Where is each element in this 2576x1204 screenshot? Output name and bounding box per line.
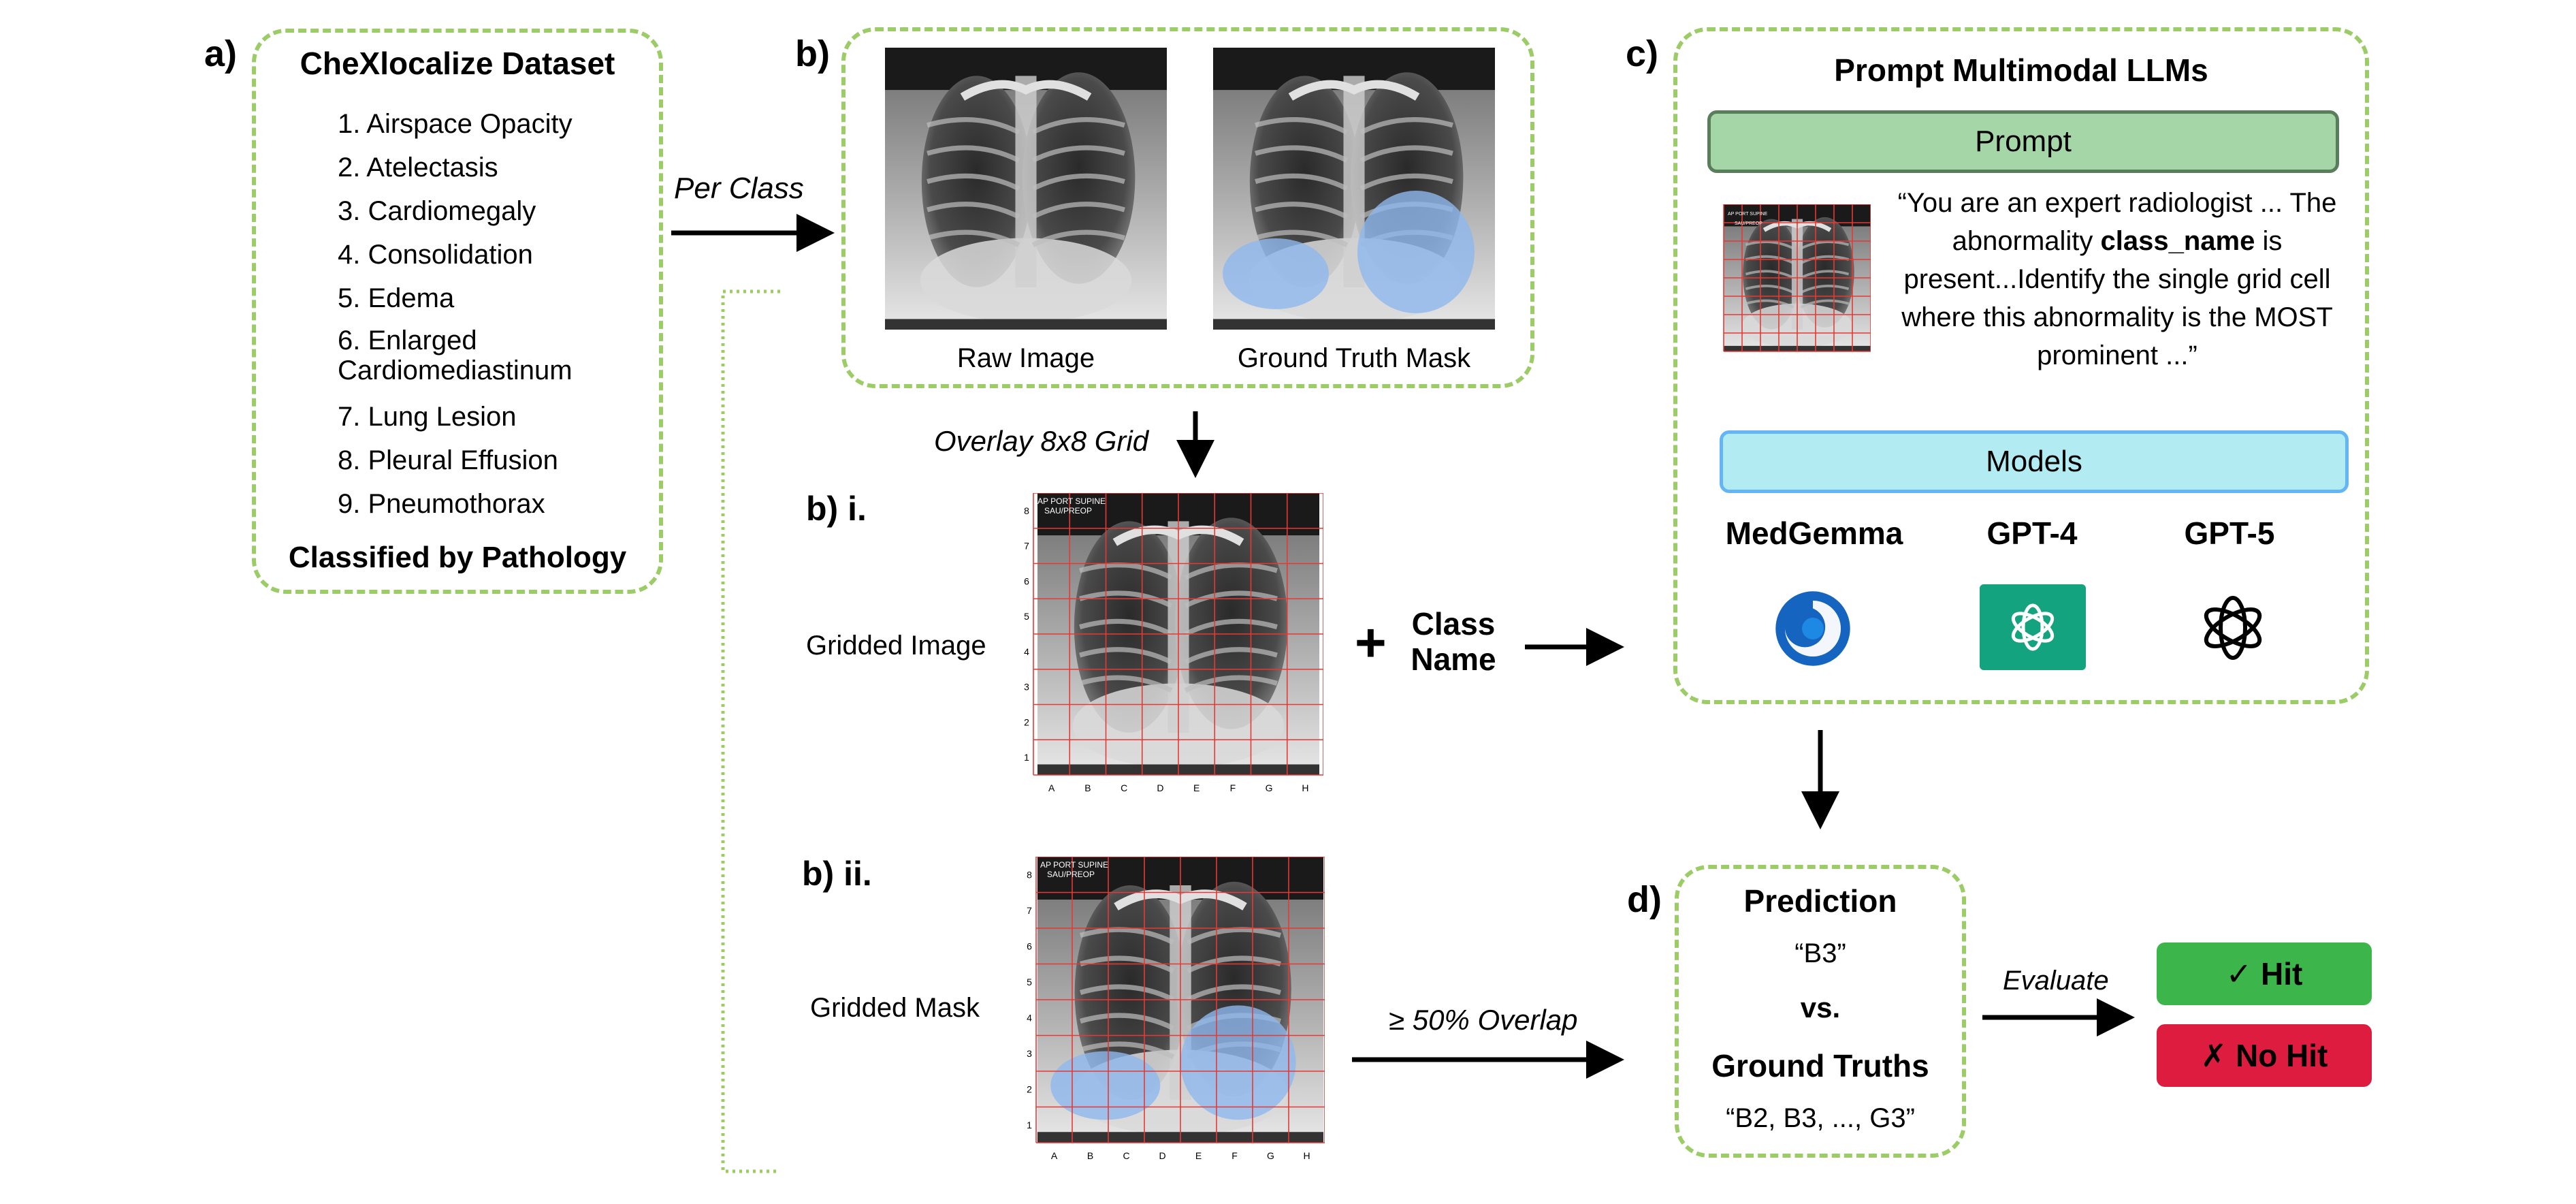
model-medgemma: MedGemma	[1725, 516, 1903, 551]
class-item: 4. Consolidation	[338, 240, 533, 270]
prompt-text: “You are an expert radiologist ... The a…	[1897, 188, 2337, 370]
grid-col-label: D	[1157, 782, 1163, 793]
grid-col-label: B	[1087, 1150, 1093, 1161]
overlay-grid-label: Overlay 8x8 Grid	[934, 425, 1149, 457]
grid-col-label: F	[1231, 1150, 1238, 1161]
grid-row-label: 1	[1027, 1120, 1032, 1130]
xray-header-text: AP PORT SUPINE	[1040, 860, 1108, 870]
grid-row-label: 7	[1027, 905, 1032, 916]
model-gpt5: GPT-5	[2184, 516, 2275, 551]
grid-col-label: C	[1121, 782, 1127, 793]
prediction-value: “B3”	[1794, 938, 1846, 968]
grid-col-label: A	[1048, 782, 1055, 793]
grid-row-label: 7	[1024, 541, 1029, 552]
gridded-mask-label: Gridded Mask	[810, 993, 980, 1023]
grid-col-label: F	[1230, 782, 1236, 793]
grid-row-label: 8	[1027, 869, 1032, 880]
class-item: 6. Enlarged Cardiomediastinum	[338, 326, 573, 385]
no-hit-badge: ✗ No Hit	[2157, 1024, 2372, 1087]
xray-header-text: AP PORT SUPINE	[1728, 212, 1768, 217]
class-item: 9. Pneumothorax	[338, 489, 545, 519]
class-list: 1. Airspace Opacity 2. Atelectasis 3. Card…	[338, 102, 573, 526]
raw-image	[885, 48, 1167, 330]
grid-row-label: 4	[1027, 1012, 1032, 1023]
ground-truths-value: “B2, B3, ..., G3”	[1726, 1103, 1915, 1133]
xray-header-text: AP PORT SUPINE	[1037, 496, 1106, 506]
grid-row-label: 5	[1027, 977, 1032, 987]
grid-row-label: 6	[1027, 940, 1032, 951]
grid-row-label: 5	[1024, 611, 1029, 622]
grid-row-label: 3	[1024, 682, 1029, 693]
class-item: 1. Airspace Opacity	[338, 109, 573, 139]
panel-b-label: b)	[795, 33, 830, 74]
class-item: 5. Edema	[338, 283, 455, 313]
xray-header-text: SAU/PREOP	[1044, 506, 1092, 516]
grid-col-label: H	[1302, 782, 1308, 793]
grid-col-label: E	[1195, 1150, 1202, 1161]
grid-col-label: G	[1266, 782, 1273, 793]
panel-a	[252, 29, 663, 594]
overlap-label: ≥ 50% Overlap	[1389, 1004, 1578, 1036]
grid-row-label: 3	[1027, 1048, 1032, 1059]
class-item: 3. Cardiomegaly	[338, 196, 536, 226]
grid-col-label: B	[1084, 782, 1091, 793]
grid-col-label: H	[1303, 1150, 1310, 1161]
evaluate-label: Evaluate	[2003, 966, 2109, 996]
models-bar: Models	[1720, 430, 2349, 493]
mask-caption: Ground Truth Mask	[1237, 343, 1471, 373]
gpt4-logo-icon	[1980, 584, 2086, 670]
class-item: 2. Atelectasis	[338, 153, 498, 183]
dataset-title: CheXlocalize Dataset	[300, 46, 615, 81]
dotted-bracket	[721, 289, 780, 1173]
class-item: 7. Lung Lesion	[338, 402, 517, 432]
prompt-thumbnail: AP PORT SUPINE SAU/PREOP	[1714, 204, 1871, 361]
panel-bi-label: b) i.	[806, 490, 867, 528]
prediction-title: Prediction	[1743, 883, 1897, 919]
grid-col-label: C	[1123, 1150, 1129, 1161]
panel-c-title: Prompt Multimodal LLMs	[1834, 52, 2208, 88]
xray-header-text: SAU/PREOP	[1047, 870, 1095, 879]
ground-truth-mask-image	[1213, 48, 1495, 330]
grid-row-label: 8	[1024, 505, 1029, 516]
panel-d	[1675, 865, 1966, 1158]
vs-label: vs.	[1800, 992, 1841, 1024]
class-item: 8. Pleural Effusion	[338, 445, 558, 475]
panel-bii-label: b) ii.	[802, 855, 872, 893]
per-class-label: Per Class	[674, 172, 804, 205]
xray-header-text: SAU/PREOP	[1735, 221, 1762, 226]
grid-row-label: 2	[1027, 1083, 1032, 1094]
class-name-label: Class Name	[1411, 606, 1496, 677]
raw-image-caption: Raw Image	[956, 343, 1095, 373]
grid-row-label: 2	[1024, 716, 1029, 727]
panel-c-label: c)	[1626, 33, 1659, 74]
gridded-image-label: Gridded Image	[806, 631, 986, 661]
ground-truths-title: Ground Truths	[1711, 1048, 1929, 1083]
panel-d-label: d)	[1627, 879, 1662, 920]
model-gpt4: GPT-4	[1986, 516, 2078, 551]
plus-sign: +	[1355, 612, 1387, 673]
dataset-footer: Classified by Pathology	[288, 541, 627, 574]
grid-col-label: G	[1267, 1150, 1274, 1161]
grid-col-label: E	[1193, 782, 1200, 793]
grid-col-label: A	[1051, 1150, 1058, 1161]
panel-a-label: a)	[204, 33, 238, 74]
grid-row-label: 6	[1024, 575, 1029, 586]
hit-badge: ✓ Hit	[2157, 942, 2372, 1005]
grid-col-label: D	[1159, 1150, 1165, 1161]
grid-row-label: 1	[1024, 752, 1029, 763]
gpt5-logo-icon	[2204, 596, 2262, 660]
grid-row-label: 4	[1024, 646, 1029, 657]
prompt-bar: Prompt	[1707, 110, 2339, 173]
medgemma-logo-icon	[1775, 591, 1850, 666]
